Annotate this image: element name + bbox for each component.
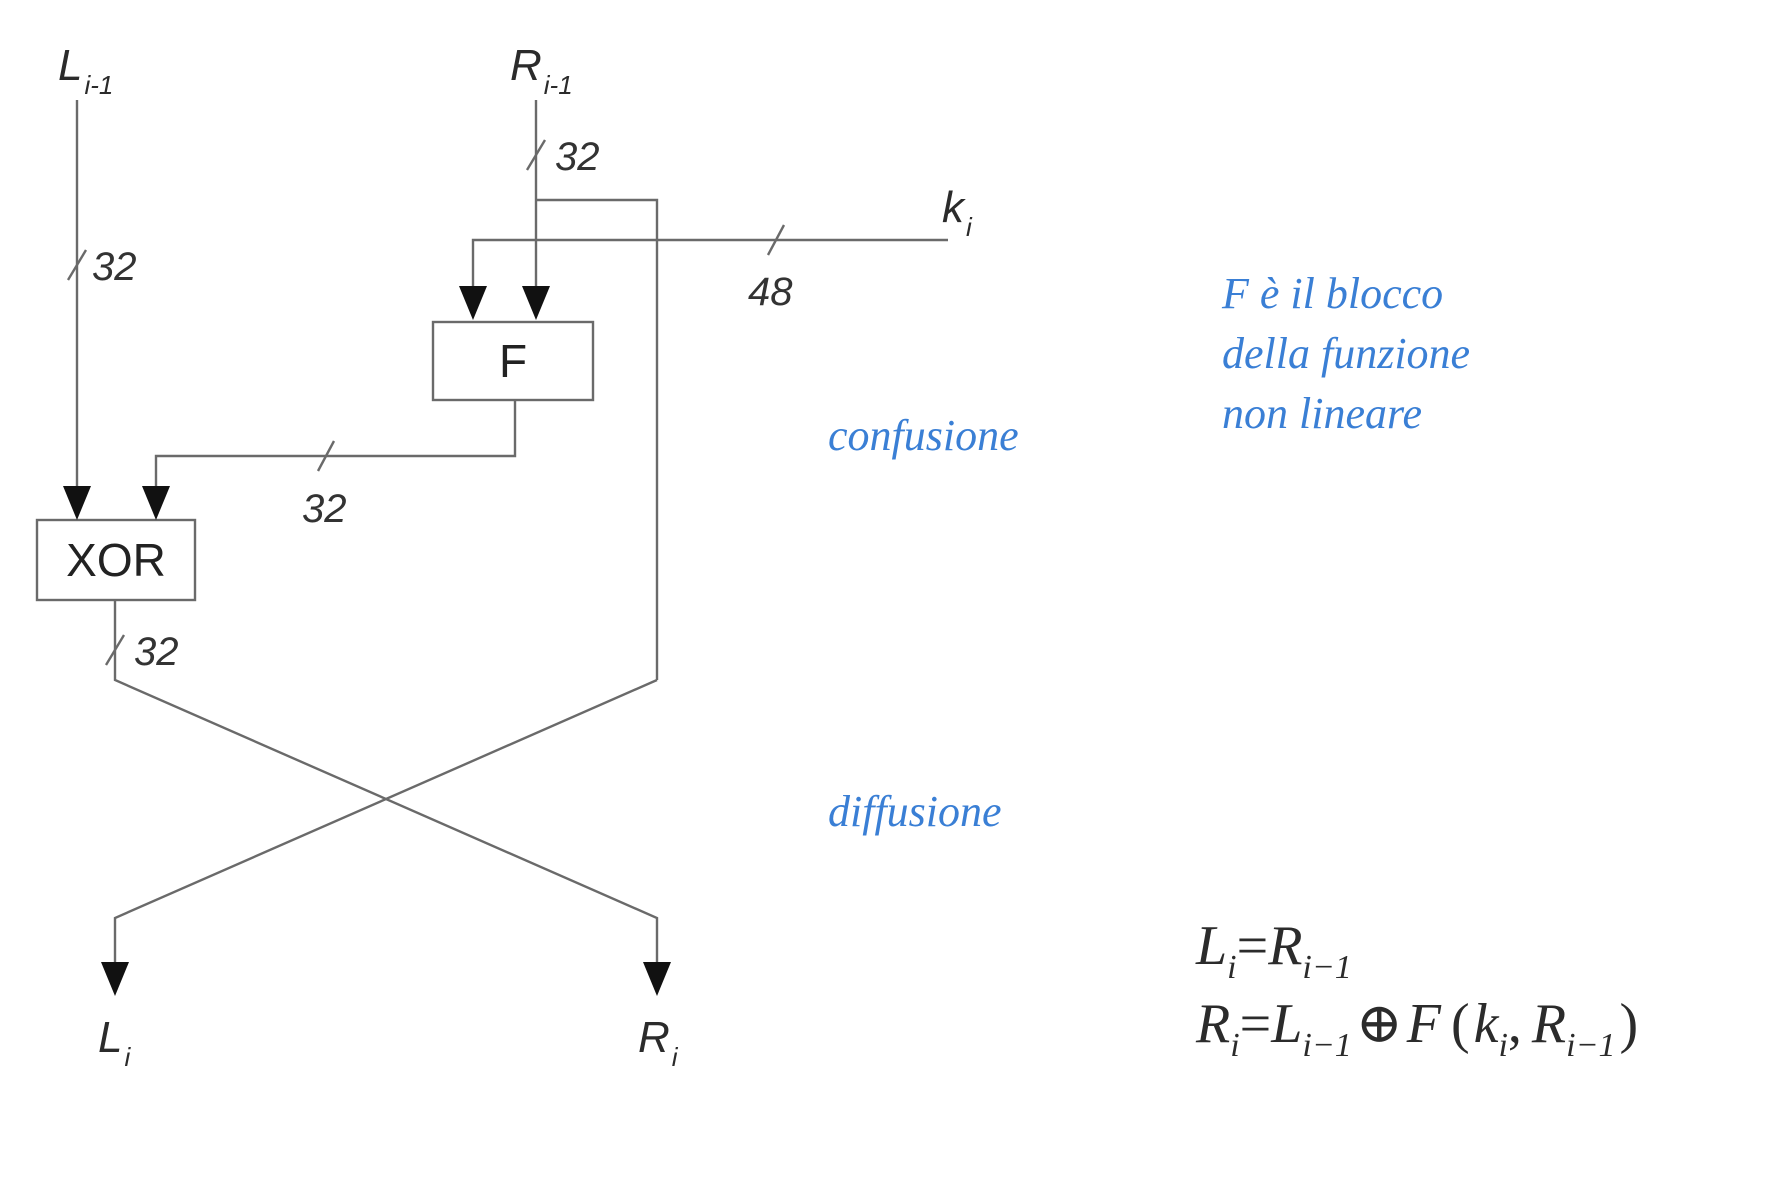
equation-right: Ri=Li−1⊕F(ki,Ri−1) xyxy=(1195,993,1638,1064)
annotation-confusion: confusione xyxy=(828,411,1019,460)
f-note-line-1: F è il blocco xyxy=(1221,269,1443,318)
bits-xor-out: 32 xyxy=(134,630,179,674)
input-left-label: Li-1 xyxy=(58,41,113,100)
xor-block-label: XOR xyxy=(66,534,166,586)
slash-xor-out xyxy=(104,634,126,666)
annotation-diffusion: diffusione xyxy=(828,787,1002,836)
arrowhead-right-to-f xyxy=(522,286,550,320)
arrowhead-left-to-xor xyxy=(63,486,91,520)
arrowhead-f-to-xor xyxy=(142,486,170,520)
arrowhead-key-to-f xyxy=(459,286,487,320)
xor-block: XOR xyxy=(35,518,197,602)
bits-right-in: 32 xyxy=(555,135,600,179)
arrowhead-to-right-output xyxy=(643,962,671,996)
wire-xor-output xyxy=(113,600,659,964)
f-block: F xyxy=(431,320,595,402)
f-note-line-3: non lineare xyxy=(1222,389,1422,438)
slash-key xyxy=(766,224,786,256)
annotation-f-note: F è il blocco della funzione non lineare xyxy=(1221,269,1470,438)
bits-left-in: 32 xyxy=(92,245,137,289)
key-label: ki xyxy=(942,183,973,242)
bits-key: 48 xyxy=(748,270,793,314)
output-right-label: Ri xyxy=(638,1013,679,1072)
arrowhead-to-left-output xyxy=(101,962,129,996)
wire-right-tap xyxy=(536,198,659,680)
wire-crossover-left xyxy=(113,678,658,964)
slash-right-in xyxy=(525,139,547,171)
equation-left: Li=Ri−1 xyxy=(1195,915,1352,986)
input-right-label: Ri-1 xyxy=(510,41,573,100)
f-block-label: F xyxy=(499,335,527,387)
output-left-label: Li xyxy=(98,1013,131,1072)
wire-f-output xyxy=(154,400,517,488)
bits-f-out: 32 xyxy=(302,487,347,531)
slash-left-in xyxy=(66,249,88,281)
f-note-line-2: della funzione xyxy=(1222,329,1470,378)
wire-key xyxy=(471,238,948,288)
slash-f-out xyxy=(316,440,336,472)
